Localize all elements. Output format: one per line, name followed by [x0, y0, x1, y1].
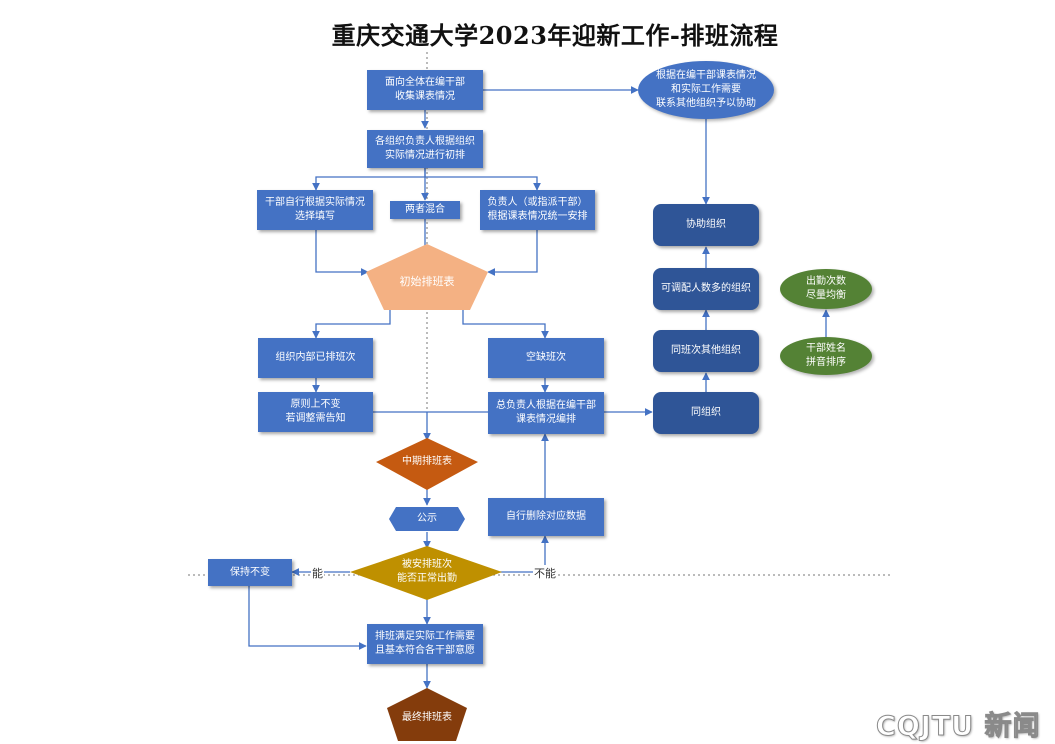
edge-label-no: 不能	[533, 565, 557, 581]
initial-arrange-box: 各组织负责人根据组织 实际情况进行初排	[367, 130, 483, 168]
final-table-pentagon	[387, 688, 467, 741]
keep-unchanged-box: 保持不变	[208, 559, 292, 586]
page-title: 重庆交通大学2023年迎新工作-排班流程	[331, 21, 779, 50]
assist-org-box: 协助组织	[653, 204, 759, 246]
same-org-box: 同组织	[653, 392, 759, 434]
publish-label: 公示	[417, 513, 437, 524]
initial-table-label: 初始排班表	[399, 275, 455, 288]
cqjtu-news-watermark: CQJTU 新闻	[876, 711, 1041, 743]
org-scheduled-box: 组织内部已排班次	[258, 338, 373, 378]
pinyin-sort-ellipse: 干部姓名 拼音排序	[780, 337, 872, 375]
initial-table-pentagon	[366, 244, 488, 310]
mixed-box: 两者混合	[390, 201, 460, 219]
publish-hexagon	[389, 507, 465, 531]
same-shift-org-box: 同班次其他组织	[653, 330, 759, 372]
more-people-org-box: 可调配人数多的组织	[653, 268, 759, 310]
leader-arrange-box: 负责人（或指派干部） 根据课表情况统一安排	[480, 190, 595, 230]
collect-schedules-box: 面向全体在编干部 收集课表情况	[367, 70, 483, 110]
coordinate-ellipse: 根据在编干部课表情况 和实际工作需要 联系其他组织予以协助	[638, 61, 774, 119]
vacant-shifts-box: 空缺班次	[488, 338, 604, 378]
mid-table-diamond	[376, 438, 478, 490]
edge-label-yes: 能	[311, 565, 324, 581]
mid-table-label: 中期排班表	[402, 456, 452, 467]
no-change-box: 原则上不变 若调整需告知	[258, 392, 373, 432]
self-delete-box: 自行删除对应数据	[488, 498, 604, 536]
decision-diamond	[350, 546, 502, 600]
attendance-balance-ellipse: 出勤次数 尽量均衡	[780, 269, 872, 309]
satisfy-box: 排班满足实际工作需要 且基本符合各干部意愿	[367, 624, 483, 664]
decision-label: 被安排班次 能否正常出勤	[397, 559, 457, 584]
chief-arrange-box: 总负责人根据在编干部 课表情况编排	[488, 392, 604, 434]
final-table-label: 最终排班表	[402, 712, 452, 723]
self-fill-box: 干部自行根据实际情况 选择填写	[257, 190, 373, 230]
